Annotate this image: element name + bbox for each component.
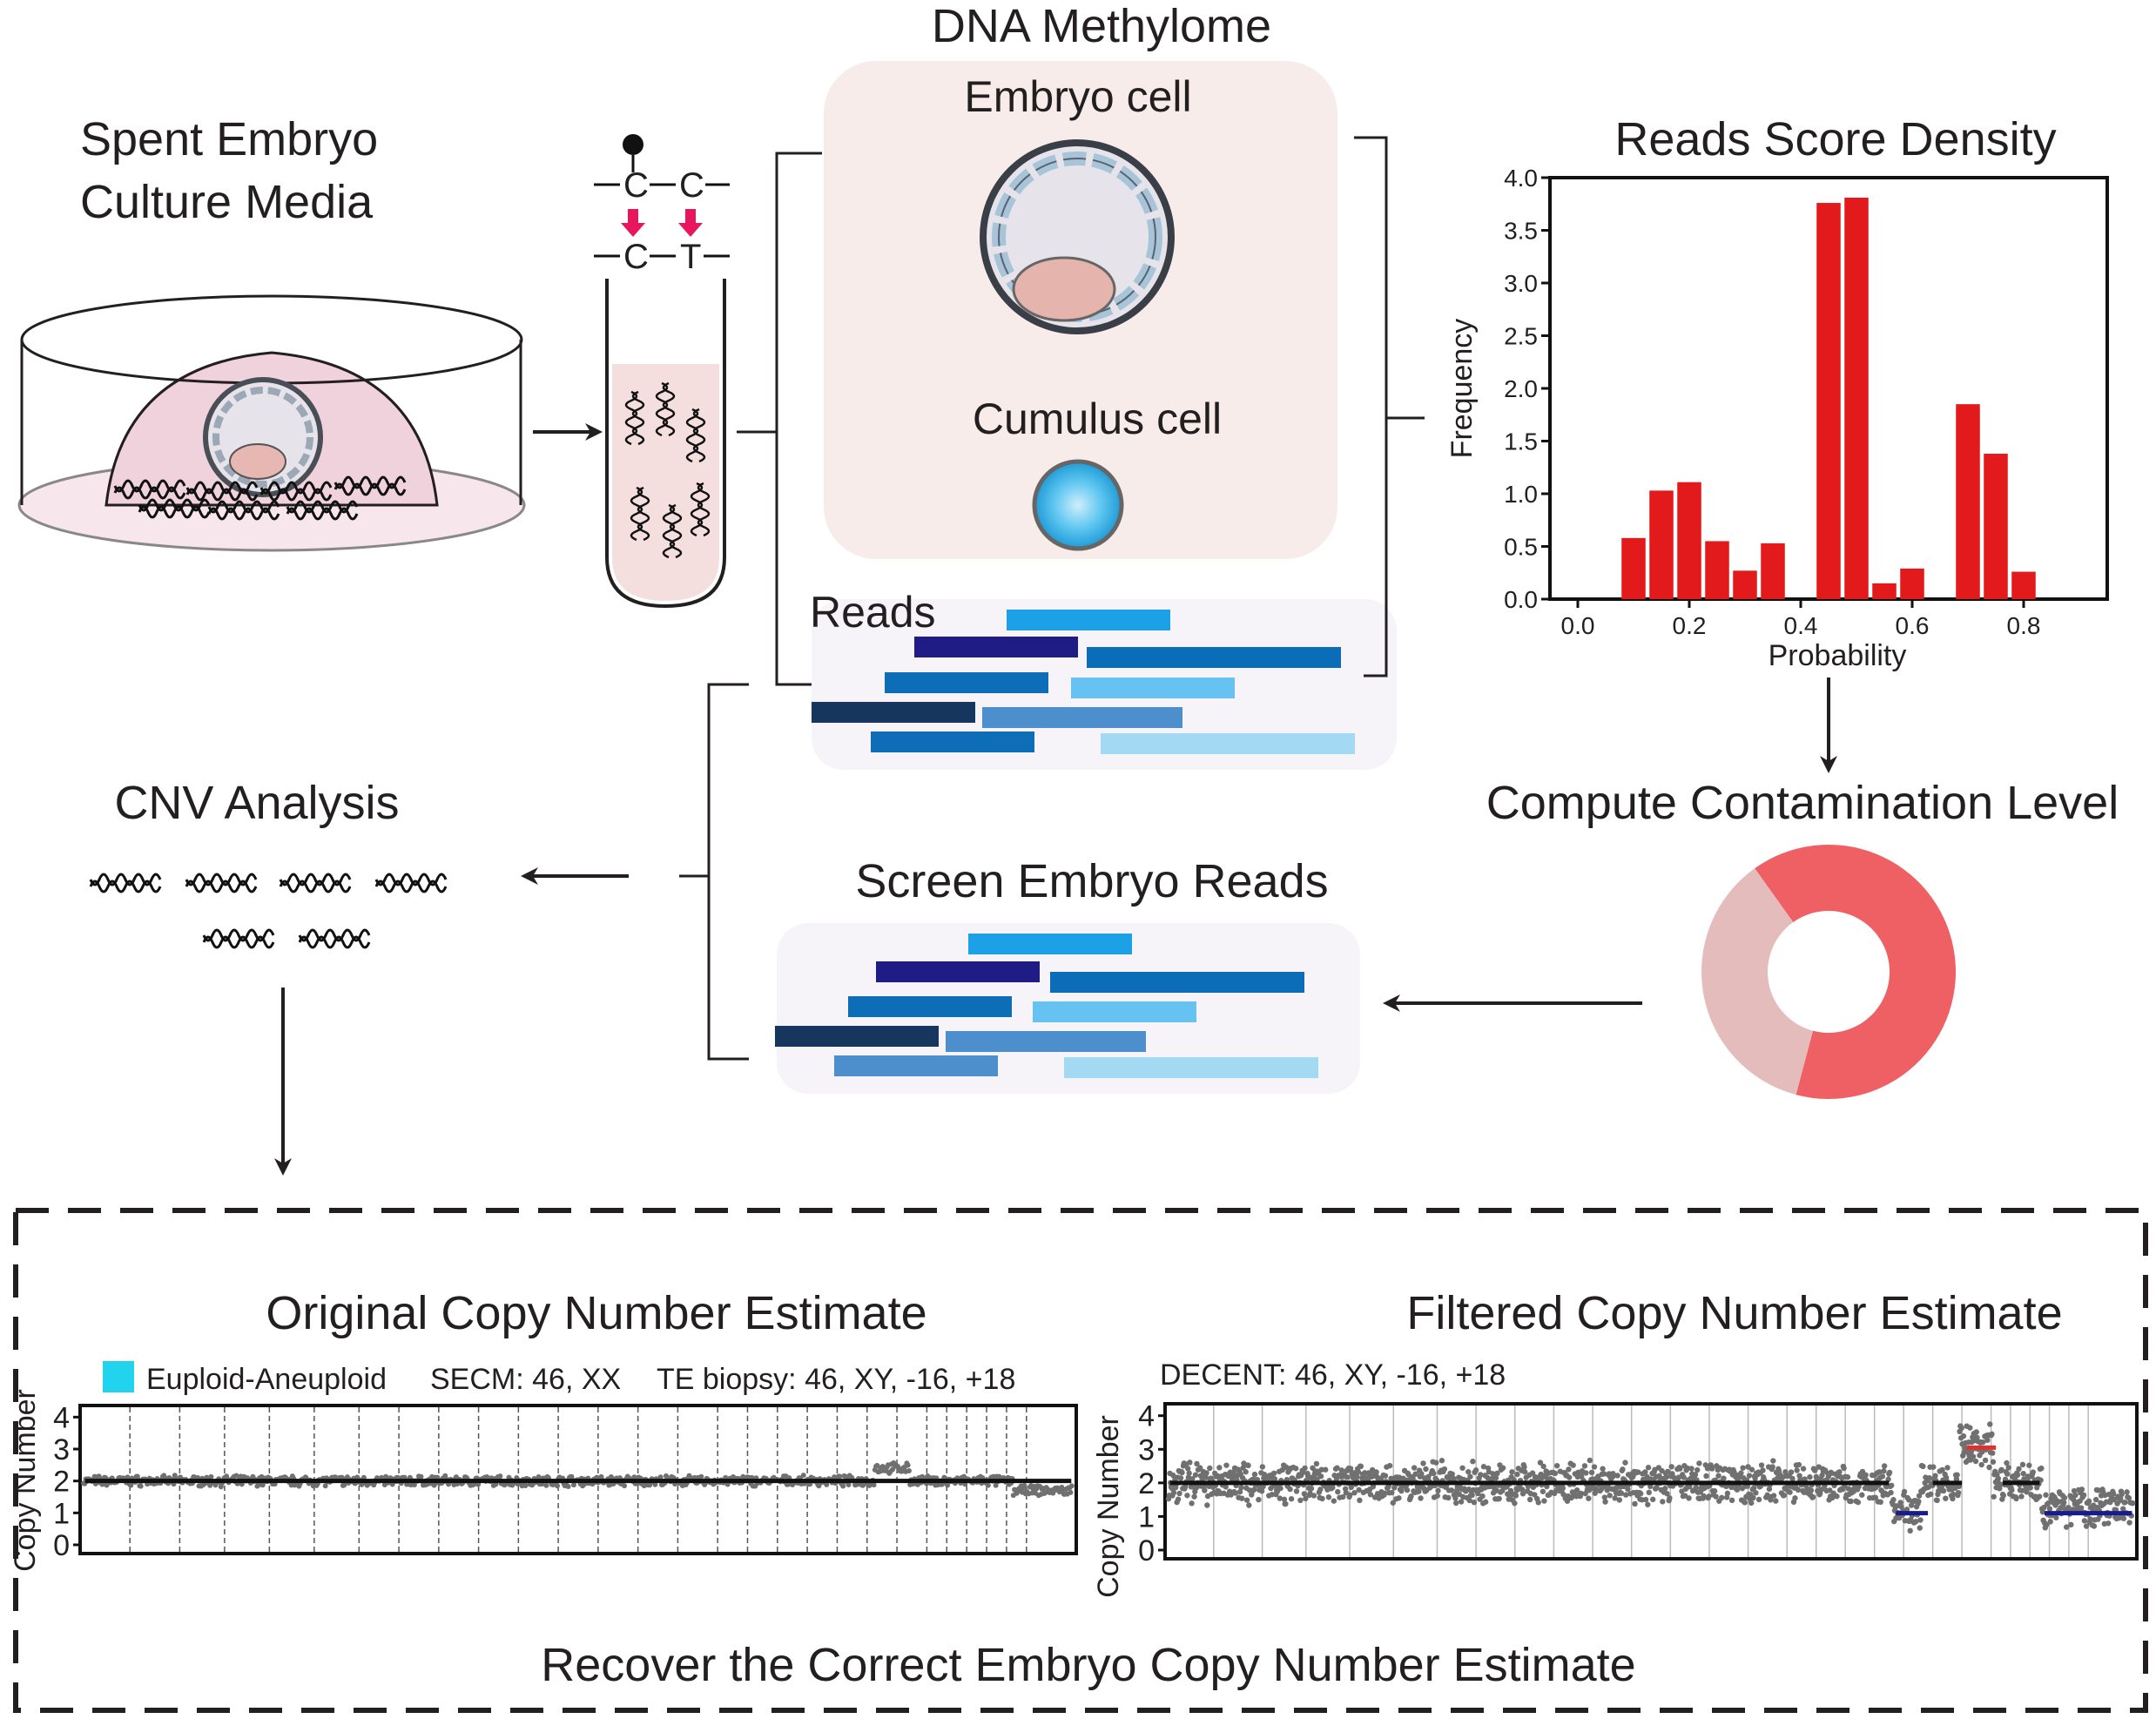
filtered-cn-title: Filtered Copy Number Estimate — [1406, 1287, 2062, 1339]
cn-tick-label: 3 — [1138, 1433, 1155, 1466]
histogram-bar — [1816, 203, 1841, 600]
spent-media-title-2: Culture Media — [80, 176, 374, 228]
left-bracket — [775, 152, 822, 686]
conversion-arrow-icon — [678, 209, 703, 237]
reads-label: Reads — [810, 588, 936, 637]
y-tick-label: 1.5 — [1504, 428, 1538, 455]
cnv-analysis-title: CNV Analysis — [114, 777, 399, 829]
original-cn-title: Original Copy Number Estimate — [266, 1287, 926, 1339]
x-tick-label: 0.2 — [1673, 612, 1707, 639]
bisulfite-conversion: C C C T — [594, 134, 730, 276]
y-tick-label: 1.0 — [1504, 481, 1538, 508]
histogram-bar — [1900, 568, 1924, 599]
test-tube — [605, 279, 726, 609]
y-tick-label: 4.0 — [1504, 165, 1538, 192]
histogram-bar — [1984, 454, 2008, 599]
screened-read-segments — [775, 934, 1318, 1078]
cn-tick-label: 3 — [53, 1433, 70, 1466]
histogram-bar — [1872, 583, 1897, 599]
screen-bracket — [707, 683, 749, 1061]
decent-label: DECENT: 46, XY, -16, +18 — [1160, 1358, 1506, 1392]
secm-label: SECM: 46, XX — [430, 1363, 621, 1396]
embryo-cell-label: Embryo cell — [964, 72, 1191, 121]
recover-title: Recover the Correct Embryo Copy Number E… — [541, 1639, 1635, 1691]
te-biopsy-label: TE biopsy: 46, XY, -16, +18 — [657, 1363, 1015, 1396]
y-tick-label: 0.5 — [1504, 534, 1538, 561]
y-tick-label: 3.0 — [1504, 270, 1538, 297]
reads-score-histogram: 0.0 0.5 1.0 1.5 2.0 2.5 3.0 3.5 4.0 0.0 0.2 0.4 0.6… — [1504, 165, 2109, 639]
x-tick-label: 0.8 — [2007, 612, 2041, 639]
filtered-cn-plot — [1163, 1402, 2139, 1561]
left-cn-ylabel: Copy Number — [9, 1389, 42, 1572]
euploid-legend-swatch — [103, 1361, 134, 1392]
culture-dish — [17, 294, 526, 552]
chem-top-c1: C — [623, 166, 649, 205]
right-bracket — [1354, 136, 1388, 677]
cn-tick-label: 2 — [53, 1466, 70, 1499]
conversion-arrow-icon — [621, 209, 645, 237]
histogram-bar — [1761, 543, 1785, 599]
chem-bottom-t: T — [680, 238, 701, 276]
results-panel — [13, 1208, 2148, 1713]
cn-tick-label: 1 — [53, 1497, 70, 1530]
y-tick-label: 2.5 — [1504, 323, 1538, 350]
histogram-bar — [1956, 404, 1980, 599]
cn-tick-label: 4 — [1138, 1400, 1155, 1433]
cn-tick-label: 4 — [53, 1401, 70, 1434]
chem-bottom-c: C — [623, 238, 649, 276]
histogram-bar — [1649, 490, 1674, 599]
spent-media-title-1: Spent Embryo — [80, 113, 378, 165]
y-tick-label: 3.5 — [1504, 218, 1538, 245]
chart-title: Reads Score Density — [1614, 113, 2056, 165]
histogram-bar — [2011, 571, 2036, 599]
cn-tick-label: 0 — [1138, 1534, 1155, 1567]
histogram-bar — [1677, 482, 1701, 599]
cn-points — [1165, 1421, 2136, 1534]
cn-tick-label: 0 — [53, 1529, 70, 1562]
cn-tick-label: 1 — [1138, 1500, 1155, 1534]
contamination-segment — [1701, 868, 1814, 1095]
euploid-legend-label: Euploid-Aneuploid — [146, 1363, 387, 1396]
cnv-dna-fragments — [89, 873, 448, 949]
chart-xlabel: Probability — [1769, 639, 1907, 672]
compute-contamination-title: Compute Contamination Level — [1486, 777, 2119, 829]
cumulus-cell-label: Cumulus cell — [973, 394, 1222, 443]
original-cn-plot — [78, 1404, 1078, 1555]
histogram-bar — [1733, 570, 1757, 599]
histogram-bar — [1621, 537, 1646, 599]
contamination-donut — [1701, 845, 1956, 1099]
right-cn-ylabel: Copy Number — [1092, 1415, 1125, 1598]
chart-ylabel: Frequency — [1445, 319, 1479, 459]
embryo-fraction-segment — [1755, 845, 1956, 1099]
chem-top-c2: C — [679, 166, 704, 205]
histogram-bar — [1844, 197, 1869, 600]
read-segments — [812, 610, 1355, 754]
dna-methylome-title: DNA Methylome — [932, 0, 1271, 52]
x-tick-label: 0.0 — [1561, 612, 1595, 639]
y-tick-label: 2.0 — [1504, 375, 1538, 402]
histogram-bar — [1705, 541, 1729, 599]
embryo-cell-icon — [980, 139, 1175, 334]
embryo-in-dish — [203, 377, 323, 497]
screen-reads-title: Screen Embryo Reads — [855, 855, 1328, 907]
cn-tick-label: 2 — [1138, 1467, 1155, 1500]
x-tick-label: 0.4 — [1784, 612, 1818, 639]
cumulus-cell-icon — [1032, 459, 1124, 551]
y-tick-label: 0.0 — [1504, 586, 1538, 613]
x-tick-label: 0.6 — [1896, 612, 1930, 639]
